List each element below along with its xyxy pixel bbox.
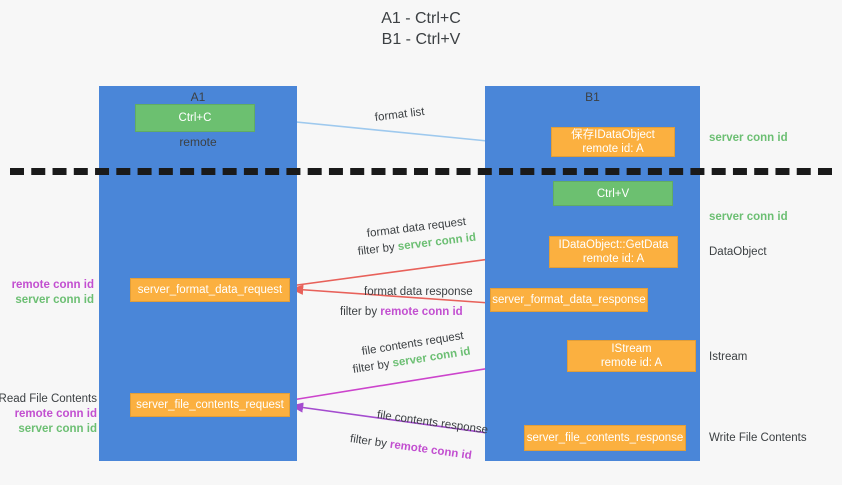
- node-ctrl-c[interactable]: Ctrl+C: [135, 104, 255, 132]
- node-idataobject-getdata-line1: IDataObject::GetData: [558, 239, 669, 251]
- node-server-format-data-response-label: server_format_data_response: [492, 294, 646, 306]
- column-header-a1: A1 remote: [99, 60, 297, 165]
- right-label-dataobject: DataObject: [709, 246, 767, 258]
- right-label-istream: Istream: [709, 351, 748, 363]
- node-ctrl-c-label: Ctrl+C: [178, 112, 212, 124]
- edge-label-format-data-response-filter-value: remote conn id: [380, 306, 463, 318]
- node-server-format-data-request-label: server_format_data_request: [137, 284, 283, 296]
- column-header-b1-name: B1: [585, 90, 600, 104]
- node-save-idataobject-line1: 保存IDataObject: [571, 129, 655, 141]
- right-label-server-conn-id-1: server conn id: [709, 132, 788, 144]
- arrow-format-data-response: [290, 284, 491, 304]
- node-server-file-contents-request-label: server_file_contents_request: [136, 399, 284, 411]
- left-label-read-file-contents: Read File Contents: [0, 393, 97, 405]
- left-label-remote-conn-id-2: remote conn id: [14, 408, 97, 420]
- phase-separator: [10, 168, 832, 175]
- left-label-group-format: remote conn id server conn id: [0, 278, 94, 308]
- page-title: A1 - Ctrl+C B1 - Ctrl+V: [381, 10, 461, 48]
- left-label-server-conn-id-2: server conn id: [18, 423, 97, 435]
- node-save-idataobject[interactable]: 保存IDataObject remote id: A: [551, 127, 675, 157]
- node-server-file-contents-response[interactable]: server_file_contents_response: [524, 425, 686, 451]
- left-label-server-conn-id-1: server conn id: [15, 294, 94, 306]
- left-label-remote-conn-id-1: remote conn id: [11, 279, 94, 291]
- node-ctrl-v-label: Ctrl+V: [596, 187, 630, 200]
- node-istream-line2: remote id: A: [600, 357, 663, 369]
- node-istream[interactable]: IStream remote id: A: [567, 340, 696, 372]
- column-header-a1-name: A1: [190, 90, 206, 104]
- edge-label-format-data-response-filter-prefix: filter by: [340, 306, 381, 318]
- edge-label-format-data-request-filter-prefix: filter by: [357, 241, 399, 258]
- node-ctrl-v[interactable]: Ctrl+V: [553, 181, 673, 206]
- node-istream-line1: IStream: [611, 343, 652, 355]
- column-header-a1-sub: remote: [179, 135, 217, 149]
- left-label-group-file-contents: Read File Contents remote conn id server…: [0, 392, 97, 437]
- node-save-idataobject-line2: remote id: A: [582, 143, 644, 155]
- edge-label-format-data-response: format data response: [364, 286, 473, 298]
- node-server-file-contents-response-label: server_file_contents_response: [526, 432, 684, 444]
- node-idataobject-getdata[interactable]: IDataObject::GetData remote id: A: [549, 236, 678, 268]
- right-label-write-file-contents: Write File Contents: [709, 432, 807, 444]
- node-server-format-data-request[interactable]: server_format_data_request: [130, 278, 290, 302]
- edge-label-format-data-response-filter: filter by remote conn id: [340, 305, 463, 320]
- node-idataobject-getdata-line2: remote id: A: [582, 253, 645, 265]
- node-server-format-data-response[interactable]: server_format_data_response: [490, 288, 648, 312]
- node-server-file-contents-request[interactable]: server_file_contents_request: [130, 393, 290, 417]
- right-label-server-conn-id-2: server conn id: [709, 211, 788, 223]
